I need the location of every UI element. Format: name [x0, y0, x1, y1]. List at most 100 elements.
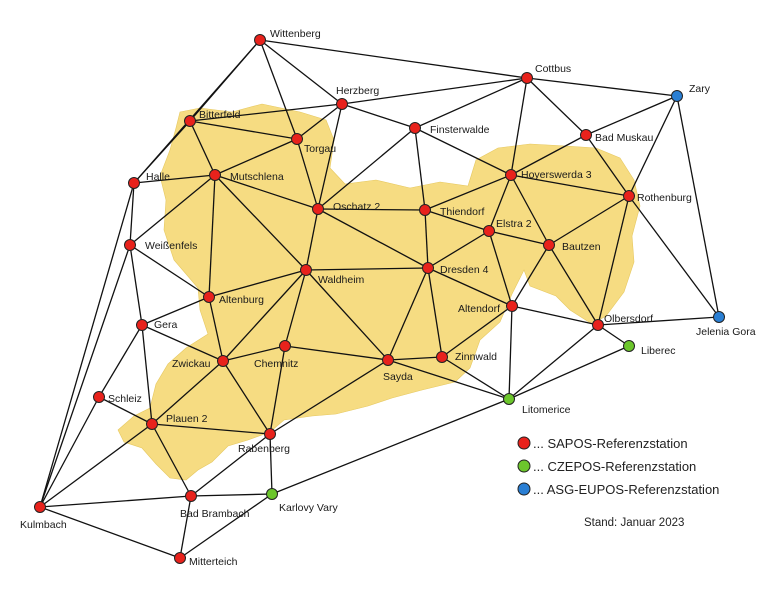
- station-marker-wittenberg[interactable]: [254, 34, 266, 46]
- station-marker-sayda[interactable]: [382, 354, 394, 366]
- connection-bitterfeld-torgau: [189, 120, 298, 140]
- legend-marker-czepos: [517, 459, 531, 473]
- connection-halle-weissenfels: [129, 182, 135, 246]
- station-marker-waldheim[interactable]: [300, 264, 312, 276]
- connection-finsterwalde-thiendorf: [414, 127, 426, 211]
- station-label-sayda: Sayda: [383, 371, 413, 383]
- station-marker-mitterteich[interactable]: [174, 552, 186, 564]
- station-label-altenburg: Altenburg: [219, 294, 264, 306]
- connection-chemnitz-zwickau: [222, 345, 286, 362]
- station-label-elstra: Elstra 2: [496, 218, 532, 230]
- station-label-chemnitz: Chemnitz: [254, 358, 298, 370]
- station-label-dresden: Dresden 4: [440, 264, 489, 276]
- connection-sayda-litomerice: [387, 359, 510, 400]
- connection-bad_brambach-kulmbach: [39, 495, 192, 508]
- station-marker-bitterfeld[interactable]: [184, 115, 196, 127]
- station-marker-kulmbach[interactable]: [34, 501, 46, 513]
- station-marker-bad_muskau[interactable]: [580, 129, 592, 141]
- legend: ... SAPOS-Referenzstation... CZEPOS-Refe…: [517, 436, 719, 497]
- connection-dresden-altendorf: [427, 267, 513, 307]
- connection-plauen-rabenberg: [151, 423, 271, 435]
- station-label-zinnwald: Zinnwald: [455, 351, 497, 363]
- station-label-cottbus: Cottbus: [535, 63, 571, 75]
- connection-waldheim-zwickau: [222, 269, 307, 362]
- station-label-finsterwalde: Finsterwalde: [430, 124, 490, 136]
- station-marker-rabenberg[interactable]: [264, 428, 276, 440]
- station-marker-rothenburg[interactable]: [623, 190, 635, 202]
- station-marker-jelenia_gora[interactable]: [713, 311, 725, 323]
- station-label-bad_brambach: Bad Brambach: [180, 508, 250, 520]
- station-marker-zwickau[interactable]: [217, 355, 229, 367]
- connection-liberec-litomerice: [508, 345, 630, 400]
- connection-elstra-bautzen: [488, 230, 550, 246]
- network-connections: [39, 39, 720, 559]
- station-marker-cottbus[interactable]: [521, 72, 533, 84]
- station-marker-olbersdorf[interactable]: [592, 319, 604, 331]
- station-marker-gera[interactable]: [136, 319, 148, 331]
- station-marker-weissenfels[interactable]: [124, 239, 136, 251]
- connection-mutschlena-oschatz: [214, 174, 319, 210]
- station-marker-oschatz[interactable]: [312, 203, 324, 215]
- station-marker-herzberg[interactable]: [336, 98, 348, 110]
- station-label-liberec: Liberec: [641, 345, 675, 357]
- station-marker-litomerice[interactable]: [503, 393, 515, 405]
- connection-wittenberg-cottbus: [259, 39, 528, 79]
- connection-mutschlena-altenburg: [208, 174, 216, 298]
- station-marker-thiendorf[interactable]: [419, 204, 431, 216]
- station-label-olbersdorf: Olbersdorf: [604, 313, 653, 325]
- connection-cottbus-finsterwalde: [414, 77, 528, 129]
- station-marker-karlovy_vary[interactable]: [266, 488, 278, 500]
- connection-bautzen-olbersdorf: [548, 244, 599, 326]
- station-label-rabenberg: Rabenberg: [238, 443, 290, 455]
- connection-bad_muskau-hoyerswerda: [510, 134, 587, 176]
- station-marker-zinnwald[interactable]: [436, 351, 448, 363]
- station-label-torgau: Torgau: [304, 143, 336, 155]
- connection-hoyerswerda-rothenburg: [510, 174, 630, 197]
- connection-cottbus-bad_muskau: [526, 77, 587, 136]
- station-marker-hoyerswerda[interactable]: [505, 169, 517, 181]
- station-label-halle: Halle: [146, 171, 170, 183]
- connection-plauen-kulmbach: [39, 423, 153, 508]
- connection-olbersdorf-litomerice: [508, 324, 599, 400]
- connection-bautzen-altendorf: [511, 244, 550, 307]
- station-marker-altenburg[interactable]: [203, 291, 215, 303]
- connection-oschatz-thiendorf: [317, 208, 426, 211]
- station-marker-schleiz[interactable]: [93, 391, 105, 403]
- connection-bitterfeld-mutschlena: [189, 120, 216, 176]
- station-marker-halle[interactable]: [128, 177, 140, 189]
- connection-gera-schleiz: [98, 324, 143, 398]
- station-marker-finsterwalde[interactable]: [409, 122, 421, 134]
- station-label-karlovy_vary: Karlovy Vary: [279, 502, 338, 514]
- connection-wittenberg-herzberg: [259, 39, 343, 105]
- connection-bad_muskau-rothenburg: [585, 134, 630, 197]
- station-marker-chemnitz[interactable]: [279, 340, 291, 352]
- connection-herzberg-torgau: [296, 103, 343, 140]
- station-marker-zary[interactable]: [671, 90, 683, 102]
- connection-zary-jelenia_gora: [676, 95, 720, 318]
- station-marker-bautzen[interactable]: [543, 239, 555, 251]
- connection-kulmbach-mitterteich: [39, 506, 181, 559]
- connection-litomerice-karlovy_vary: [271, 398, 510, 495]
- connection-rabenberg-karlovy_vary: [269, 433, 273, 495]
- station-label-zwickau: Zwickau: [172, 358, 211, 370]
- station-label-oschatz: Oschatz 2: [333, 201, 380, 213]
- connection-altendorf-zinnwald: [441, 305, 513, 358]
- connection-gera-plauen: [141, 324, 153, 425]
- station-marker-dresden[interactable]: [422, 262, 434, 274]
- station-marker-bad_brambach[interactable]: [185, 490, 197, 502]
- connection-dresden-zinnwald: [427, 267, 443, 358]
- station-marker-liberec[interactable]: [623, 340, 635, 352]
- station-marker-elstra[interactable]: [483, 225, 495, 237]
- connection-halle-kulmbach: [39, 182, 135, 508]
- station-marker-altendorf[interactable]: [506, 300, 518, 312]
- legend-marker-sapos: [517, 436, 531, 450]
- connection-schleiz-plauen: [98, 396, 153, 425]
- station-marker-mutschlena[interactable]: [209, 169, 221, 181]
- connection-herzberg-bitterfeld: [189, 103, 343, 122]
- connection-plauen-bad_brambach: [151, 423, 192, 497]
- connection-cottbus-herzberg: [341, 77, 528, 105]
- station-marker-plauen[interactable]: [146, 418, 158, 430]
- connection-hoyerswerda-bautzen: [510, 174, 550, 246]
- connection-waldheim-dresden: [305, 267, 429, 271]
- station-marker-torgau[interactable]: [291, 133, 303, 145]
